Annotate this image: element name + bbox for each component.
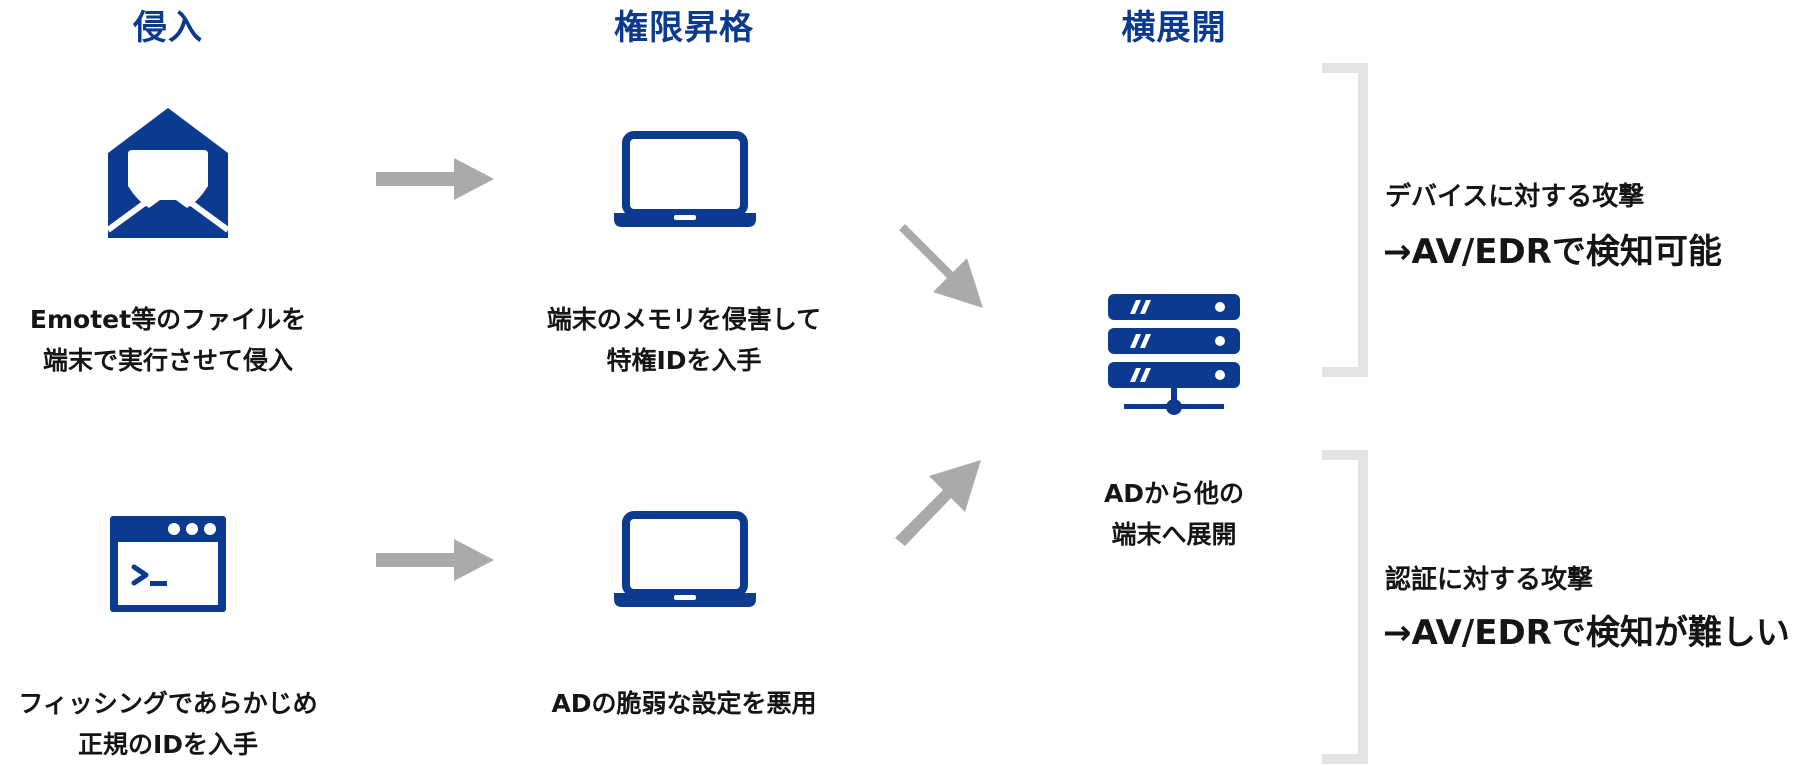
arrow-icon: [895, 224, 983, 308]
caption-memory: 端末のメモリを侵害して 特権IDを入手: [546, 305, 822, 375]
note-auth-detail: →AV/EDRで検知が難しい: [1383, 613, 1790, 653]
stage-title-lateral-movement: 横展開: [1121, 8, 1227, 48]
terminal-window-icon: [110, 516, 226, 612]
bracket-auth: [1322, 450, 1368, 764]
stage-title-intrusion: 侵入: [133, 8, 203, 48]
caption-email: Emotet等のファイルを 端末で実行させて侵入: [29, 305, 307, 375]
bracket-device: [1322, 63, 1368, 377]
laptop-icon: [614, 511, 756, 607]
caption-server: ADから他の 端末へ展開: [1103, 479, 1245, 549]
arrow-icon: [376, 539, 494, 581]
stage-title-privilege-escalation: 権限昇格: [614, 8, 754, 48]
caption-phishing: フィッシングであらかじめ 正規のIDを入手: [18, 689, 318, 759]
arrow-icon: [376, 158, 494, 200]
caption-ad-config: ADの脆弱な設定を悪用: [551, 689, 817, 718]
arrow-icon: [895, 460, 981, 546]
server-rack-icon: [1108, 294, 1240, 415]
envelope-icon: [106, 108, 230, 238]
note-device-detail: →AV/EDRで検知可能: [1383, 232, 1722, 272]
laptop-icon: [614, 131, 756, 227]
note-device-title: デバイスに対する攻撃: [1385, 182, 1645, 212]
note-auth-title: 認証に対する攻撃: [1385, 565, 1594, 595]
